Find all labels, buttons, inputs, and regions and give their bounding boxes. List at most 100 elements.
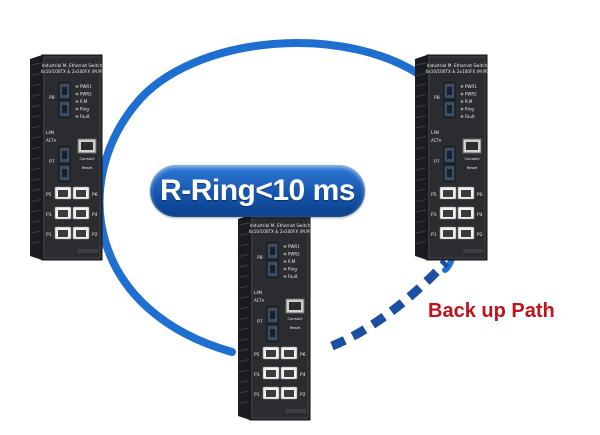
heatsink-fin — [238, 390, 250, 394]
heatsink-fin — [238, 254, 250, 257]
status-led — [283, 245, 287, 248]
copper-port-socket — [284, 370, 294, 377]
lan-label: LAN — [254, 290, 262, 295]
status-led-label: R.M — [80, 99, 88, 104]
heatsink-fin — [30, 146, 42, 150]
fiber-core — [447, 87, 452, 95]
heatsink-fin — [30, 209, 42, 213]
device-body — [41, 54, 103, 261]
heatsink-fin — [415, 62, 427, 66]
status-led-label: PWR2 — [288, 252, 300, 257]
backup-path-label: Back up Path — [428, 300, 555, 322]
heatsink-fin — [30, 94, 42, 97]
heatsink-fin — [415, 241, 427, 244]
heatsink-fin — [30, 83, 42, 87]
heatsink-fin — [238, 306, 250, 310]
copper-port-socket — [266, 390, 276, 397]
heatsink-fin — [415, 209, 427, 213]
fiber-core — [270, 311, 275, 319]
fiber-core — [270, 265, 275, 273]
fiber-core — [62, 151, 67, 159]
heatsink-fin — [238, 233, 250, 236]
heatsink-fin — [238, 317, 250, 320]
switch-right: Industrial M. Ethernet Switch6x10/100TX … — [415, 54, 489, 261]
console-socket — [466, 142, 478, 150]
heatsink-fin — [30, 230, 42, 234]
copper-port-label: P6 — [300, 352, 306, 358]
fiber-core — [62, 87, 67, 95]
heatsink-fin — [238, 348, 250, 352]
device-bezel — [251, 216, 309, 419]
status-led-label: PWR1 — [288, 244, 300, 249]
console-label: Console — [464, 156, 480, 161]
console-socket — [289, 302, 301, 310]
copper-port-label: P1 — [431, 232, 437, 238]
copper-port-socket — [76, 230, 86, 237]
copper-port-label: P5 — [46, 192, 52, 198]
copper-port-label: P3 — [46, 212, 52, 218]
copper-port-socket — [461, 230, 471, 237]
ring-path — [95, 38, 434, 356]
copper-port-socket — [284, 350, 294, 357]
act-label: ACT — [254, 298, 262, 303]
status-led-label: Ring — [80, 107, 89, 112]
heatsink-fin — [238, 380, 250, 383]
copper-port-label: P1 — [254, 392, 260, 398]
console-socket — [81, 142, 93, 150]
act-label: ACT — [431, 138, 439, 143]
copper-port-label: P3 — [254, 372, 260, 378]
heatsink-fin — [238, 369, 250, 373]
status-led-label: PWR2 — [465, 92, 477, 97]
heatsink-fin — [30, 188, 42, 192]
fiber-port-label: P8 — [434, 95, 440, 101]
copper-port-socket — [461, 190, 471, 197]
fiber-core — [270, 247, 275, 255]
status-led — [75, 92, 79, 96]
status-led-label: PWR1 — [465, 84, 477, 89]
heatsink-fin — [415, 178, 427, 181]
heatsink-fin — [415, 220, 427, 223]
heatsink-fin — [415, 115, 427, 118]
heatsink-fin — [238, 275, 250, 278]
heatsink-fin — [30, 73, 42, 76]
status-led-label: Fault — [465, 114, 475, 119]
status-led — [460, 107, 464, 111]
copper-port-label: P3 — [431, 212, 437, 218]
heatsink-fin — [238, 359, 250, 362]
copper-port-socket — [443, 210, 453, 217]
status-led — [75, 85, 79, 88]
heatsink-fin — [30, 136, 42, 139]
heatsink-fin — [415, 199, 427, 202]
fiber-port-label: P8 — [49, 95, 55, 101]
status-led-label: Fault — [80, 114, 90, 119]
status-led-label: Ring — [288, 267, 297, 272]
copper-port-label: P4 — [477, 212, 483, 218]
status-led — [283, 275, 287, 278]
fiber-port-label: P7 — [434, 159, 440, 165]
act-led — [438, 139, 442, 142]
fiber-core — [447, 105, 452, 113]
reset-label: Reset — [290, 325, 301, 330]
device-body — [426, 54, 488, 261]
fiber-port-label: P8 — [257, 255, 263, 261]
heatsink-fin — [30, 104, 42, 108]
status-led — [75, 100, 79, 103]
heatsink-fin — [30, 62, 42, 66]
heatsink-fin — [415, 73, 427, 76]
heatsink-fin — [238, 264, 250, 268]
copper-port-socket — [266, 370, 276, 377]
heatsink-fin — [415, 167, 427, 171]
status-led — [283, 267, 287, 271]
heatsink-fin — [30, 115, 42, 118]
status-led — [283, 260, 287, 263]
copper-port-socket — [58, 190, 68, 197]
fiber-port-label: P7 — [257, 319, 263, 325]
status-led-label: R.M — [465, 99, 473, 104]
status-led — [75, 107, 79, 111]
heatsink-fin — [238, 222, 250, 226]
status-led-label: Ring — [465, 107, 474, 112]
heatsink-fin — [238, 285, 250, 289]
heatsink-fin — [415, 188, 427, 192]
device-subtitle: 6x10/100TX & 2x100FX (M.M) — [41, 69, 104, 74]
